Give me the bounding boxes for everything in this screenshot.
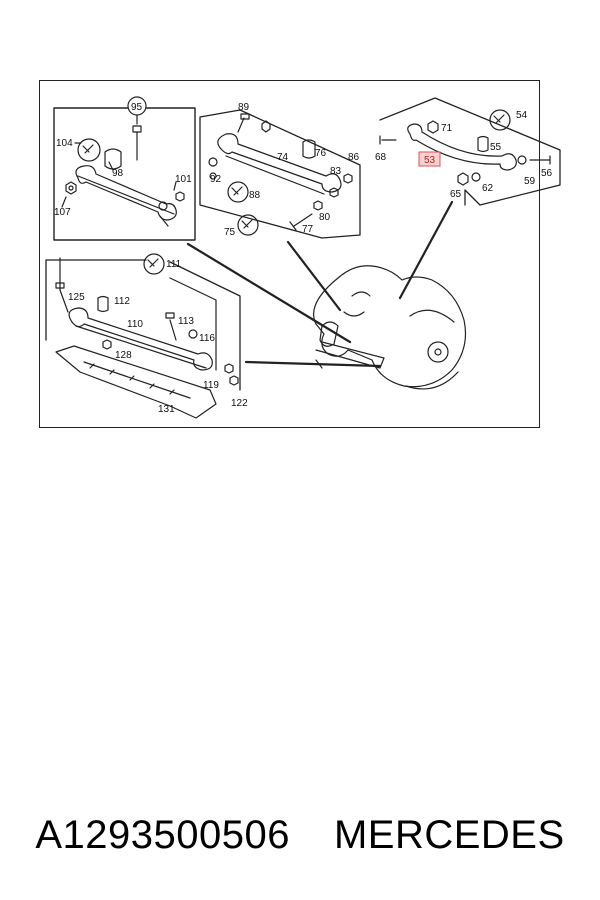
camber-arm-part [407,123,527,171]
part-label-77: 77 [302,224,314,235]
part-label-101: 101 [175,174,192,185]
part-label-104: 104 [56,138,73,149]
part-label-53: 53 [424,155,436,166]
part-label-112: 112 [114,296,130,307]
part-label-88: 88 [249,190,261,201]
part-label-62: 62 [482,183,494,194]
part-label-122: 122 [231,398,248,409]
group-box-95 [53,107,196,241]
part-label-83: 83 [330,166,342,177]
link-rod-part [75,165,177,227]
part-label-76: 76 [315,148,327,159]
part-label-110: 110 [127,319,143,330]
part-number: A1293500506 [35,813,290,857]
part-label-128: 128 [115,350,132,361]
part-label-116: 116 [199,333,215,344]
part-label-111: 111 [166,259,182,270]
group-box-74 [199,109,361,239]
control-arm-part [217,133,342,195]
part-label-89: 89 [238,102,250,113]
group-box-110 [45,259,241,391]
highlight-box [418,151,441,167]
diagram-frame [39,80,540,428]
wrench-icon [227,181,249,203]
lower-arm-part [68,307,213,371]
part-label-59: 59 [524,176,536,187]
part-label-65: 65 [450,189,462,200]
part-label-95: 95 [131,102,143,113]
wrench-icon [143,253,165,275]
wrench-icon [489,109,511,131]
bolt-part [237,113,250,133]
caption: A1293500506 MERCEDES [0,800,600,870]
part-label-68: 68 [375,152,387,163]
part-label-80: 80 [319,212,331,223]
part-label-71: 71 [441,123,453,134]
nut-part [175,191,185,202]
bushing-part [104,148,122,170]
brand-name: MERCEDES [333,813,565,857]
part-label-86: 86 [348,152,360,163]
part-label-56: 56 [541,168,553,179]
part-label-54: 54 [516,110,528,121]
part-label-75: 75 [224,227,236,238]
group-box-53 [379,97,561,206]
part-label-98: 98 [112,168,124,179]
part-label-74: 74 [277,152,289,163]
rear-axle-assembly [313,265,467,390]
part-label-113: 113 [178,316,194,327]
part-label-131: 131 [158,404,175,415]
wrench-icon [77,138,101,162]
part-label-55: 55 [490,142,502,153]
wrench-icon [237,214,259,236]
nut-part [65,181,77,195]
part-label-107: 107 [54,207,71,218]
bolt-part [132,125,142,161]
part-label-119: 119 [203,380,219,391]
part-label-92: 92 [210,174,222,185]
part-labels: 95 104 98 101 107 89 74 76 86 83 92 88 8… [54,102,553,415]
part-label-125: 125 [68,292,85,303]
cover-plate-part [55,345,217,419]
